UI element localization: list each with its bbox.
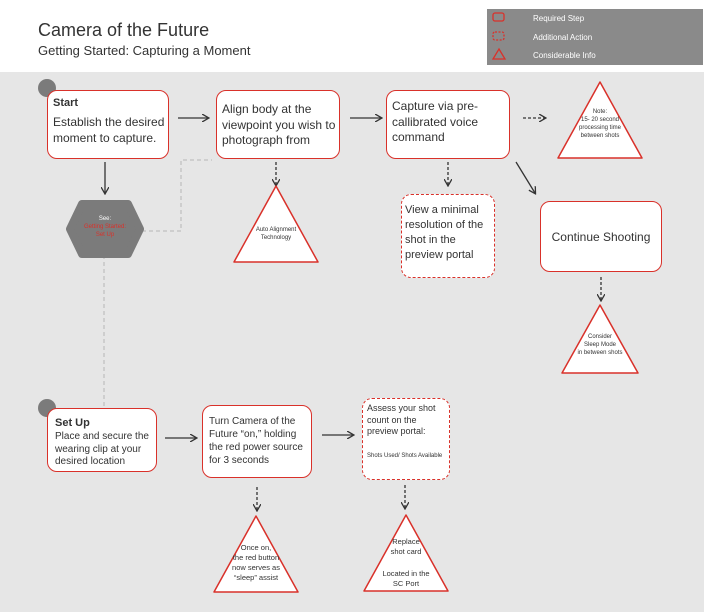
start-text: Establish the desired moment to capture. [53,115,165,146]
auto-line-2: Technology [260,235,292,241]
auto-line-1: Auto Alignment [255,227,297,233]
replace-line-1: Replace [392,537,420,546]
auto-alignment-triangle [233,185,319,263]
view-box: View a minimal resolution of the shot in… [401,194,495,278]
start-box: Start Establish the desired moment to ca… [47,90,169,159]
sleep-triangle [561,304,639,374]
once-line-4: “sleep” assist [233,573,279,582]
header: Camera of the Future Getting Started: Ca… [0,0,704,72]
see-node [66,200,144,258]
legend-required-label: Required Step [533,14,585,23]
note-line-3: processing time [578,125,622,131]
align-text: Align body at the viewpoint you wish to … [222,102,336,148]
setup-heading: Set Up [55,417,90,429]
once-line-3: now serves as [232,563,280,572]
legend: Required Step Additional Action Consider… [487,9,703,65]
replace-line-4: SC Port [392,579,420,588]
note-line-1: Note: [592,109,608,115]
replace-triangle [363,514,449,592]
see-link-text-2: Set Up [95,232,115,238]
note-line-2: 15- 20 second [580,117,620,123]
legend-considerable-icon [491,47,507,60]
arrow-capture-to-continue [515,161,535,193]
note-triangle [557,81,643,159]
legend-symbols [491,12,507,60]
replace-line-3: Located in the [382,569,430,578]
setup-text: Place and secure the wearing clip at you… [55,431,149,467]
sleep-line-3: in between shots [577,350,623,356]
turn-on-text: Turn Camera of the Future “on,” holding … [209,416,303,466]
once-line-1: Once on, [240,543,272,552]
align-box: Align body at the viewpoint you wish to … [216,90,340,159]
assess-text: Assess your shot count on the preview po… [367,403,436,437]
legend-additional-icon [492,31,505,41]
sleep-line-2: Sleep Mode [583,342,617,348]
turn-on-box: Turn Camera of the Future “on,” holding … [202,405,312,478]
legend-required-icon [492,12,505,22]
setup-box: Set Up Place and secure the wearing clip… [47,408,157,472]
see-link-line [135,159,212,232]
note-line-4: between shots [580,133,620,139]
page-subtitle: Getting Started: Capturing a Moment [38,43,251,58]
view-text: View a minimal resolution of the shot in… [405,204,484,261]
assess-small-text: Shots Used/ Shots Available [367,453,443,459]
legend-additional-label: Additional Action [533,33,593,42]
page-title: Camera of the Future [38,20,210,40]
once-on-triangle [213,515,299,593]
see-link-text-1: Getting Started: [83,224,127,230]
start-heading: Start [53,97,79,109]
capture-box: Capture via pre-callibrated voice comman… [386,90,510,159]
continue-text: Continue Shooting [551,230,651,244]
capture-text: Capture via pre-callibrated voice comman… [392,99,479,145]
once-line-2: the red button [232,553,280,562]
see-label: See: [98,216,112,222]
continue-box: Continue Shooting [540,201,662,272]
assess-box: Assess your shot count on the preview po… [362,398,450,480]
replace-line-2: shot card [390,547,422,556]
legend-considerable-label: Considerable Info [533,51,596,60]
sleep-line-1: Consider [587,334,612,340]
